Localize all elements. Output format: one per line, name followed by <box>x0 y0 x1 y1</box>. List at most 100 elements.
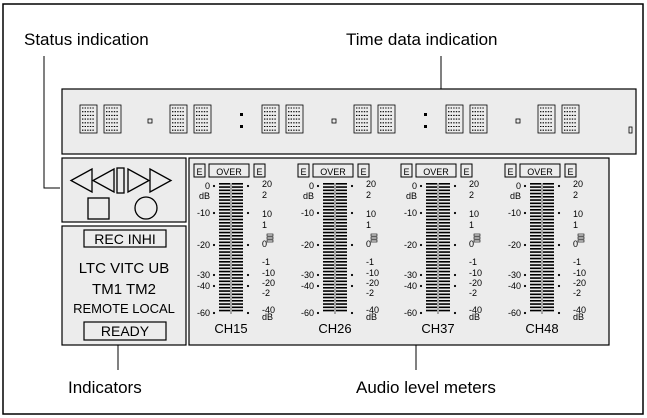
meter-right-label-5: 0 <box>262 239 267 249</box>
time-data-panel <box>61 88 637 155</box>
meter-left-label-1: 0 <box>412 181 417 191</box>
meter-right-label-5: 0 <box>573 239 578 249</box>
over-box <box>519 163 561 178</box>
meter-right-label-8: -20 <box>366 278 379 288</box>
level-bars <box>426 183 450 314</box>
e-box-right <box>357 163 370 178</box>
right-tick-dot <box>453 311 457 315</box>
meter-left-label-2: -10 <box>508 208 521 218</box>
meter-right-label-8: -20 <box>262 278 275 288</box>
right-db-label: dB <box>573 312 584 322</box>
left-tick-dot <box>316 273 320 277</box>
left-tick-dot <box>212 184 216 188</box>
status-indication-label: Status indication <box>24 30 149 49</box>
time-digit-11 <box>537 104 556 134</box>
right-tick-dot <box>350 184 354 188</box>
meter-right-label-5: 0 <box>366 239 371 249</box>
time-data-indication-label: Time data indication <box>346 30 498 49</box>
left-tick-dot <box>419 284 423 288</box>
over-label: OVER <box>320 167 346 177</box>
meter-right-label-7: -10 <box>366 268 379 278</box>
meter-right-label-7: -10 <box>469 268 482 278</box>
left-tick-dot <box>419 211 423 215</box>
time-digit-5 <box>261 104 280 134</box>
time-separator-4 <box>424 113 427 128</box>
meter-left-label-5: -40 <box>508 281 521 291</box>
meter-left-label-2: -10 <box>301 208 314 218</box>
rec-inhi-indicator: REC INHI <box>94 231 155 247</box>
meter-right-label-4: 1 <box>469 220 474 230</box>
meter-left-label-6: -60 <box>301 308 314 318</box>
e-label-right: E <box>360 167 366 177</box>
time-digit-3 <box>169 104 188 134</box>
channel-label-ch37: CH37 <box>421 321 454 336</box>
meter-left-label-2: -10 <box>404 208 417 218</box>
reverse-play-icon <box>91 167 115 194</box>
audio-level-meters-label: Audio level meters <box>356 378 496 397</box>
time-separator-1 <box>147 118 153 124</box>
left-tick-dot <box>316 243 320 247</box>
left-tick-dot <box>523 273 527 277</box>
right-tick-dot <box>557 284 561 288</box>
meter-right-label-4: 1 <box>366 220 371 230</box>
meter-left-label-6: -60 <box>508 308 521 318</box>
time-separator-5 <box>515 118 521 124</box>
meter-right-label-3: 10 <box>366 209 376 219</box>
e-box-left <box>297 163 310 178</box>
e-label-left: E <box>507 167 513 177</box>
right-tick-dot <box>557 311 561 315</box>
right-db-label: dB <box>469 312 480 322</box>
meter-right-label-1: 20 <box>469 179 479 189</box>
meter-left-label-1: 0 <box>516 181 521 191</box>
left-tick-dot <box>523 243 527 247</box>
right-tick-dot <box>453 211 457 215</box>
e-box-right <box>564 163 577 178</box>
zero-marker <box>577 233 585 243</box>
meter-left-label-6: -60 <box>197 308 210 318</box>
meter-right-label-9: -2 <box>573 288 581 298</box>
outer-frame <box>2 3 644 415</box>
left-tick-dot <box>419 243 423 247</box>
leader-lines <box>43 56 442 370</box>
e-box-right <box>253 163 266 178</box>
indicators-label: Indicators <box>68 378 142 397</box>
time-digit-9 <box>445 104 464 134</box>
fast-forward-icon <box>149 167 173 194</box>
e-label-right: E <box>463 167 469 177</box>
indicators-panel <box>61 225 187 346</box>
time-separator-3 <box>331 118 337 124</box>
right-tick-dot <box>350 273 354 277</box>
channel-label-ch15: CH15 <box>214 321 247 336</box>
meter-left-label-5: -40 <box>197 281 210 291</box>
ready-indicator: READY <box>101 323 150 339</box>
pause-icon <box>116 167 125 194</box>
rec-inhi-box <box>83 229 167 248</box>
left-tick-dot <box>523 311 527 315</box>
meter-right-label-2: 2 <box>262 190 267 200</box>
ready-box <box>83 321 167 341</box>
right-tick-dot <box>246 184 250 188</box>
meter-left-label-5: -40 <box>301 281 314 291</box>
timecode-source-indicators: LTC VITC UB <box>79 260 170 277</box>
meter-right-label-3: 10 <box>469 209 479 219</box>
over-label: OVER <box>216 167 242 177</box>
right-tick-dot <box>557 211 561 215</box>
time-digit-12 <box>561 104 580 134</box>
status-leader-line <box>43 56 60 189</box>
left-tick-dot <box>212 211 216 215</box>
right-tick-dot <box>350 311 354 315</box>
left-tick-dot <box>419 273 423 277</box>
e-label-right: E <box>567 167 573 177</box>
meter-right-label-9: -2 <box>469 288 477 298</box>
left-db-label: dB <box>510 191 521 201</box>
time-digit-7 <box>353 104 372 134</box>
e-label-left: E <box>403 167 409 177</box>
right-tick-dot <box>246 243 250 247</box>
meter-right-label-8: -20 <box>469 278 482 288</box>
right-tick-dot <box>246 284 250 288</box>
meter-right-label-2: 2 <box>573 190 578 200</box>
meter-right-label-7: -10 <box>262 268 275 278</box>
